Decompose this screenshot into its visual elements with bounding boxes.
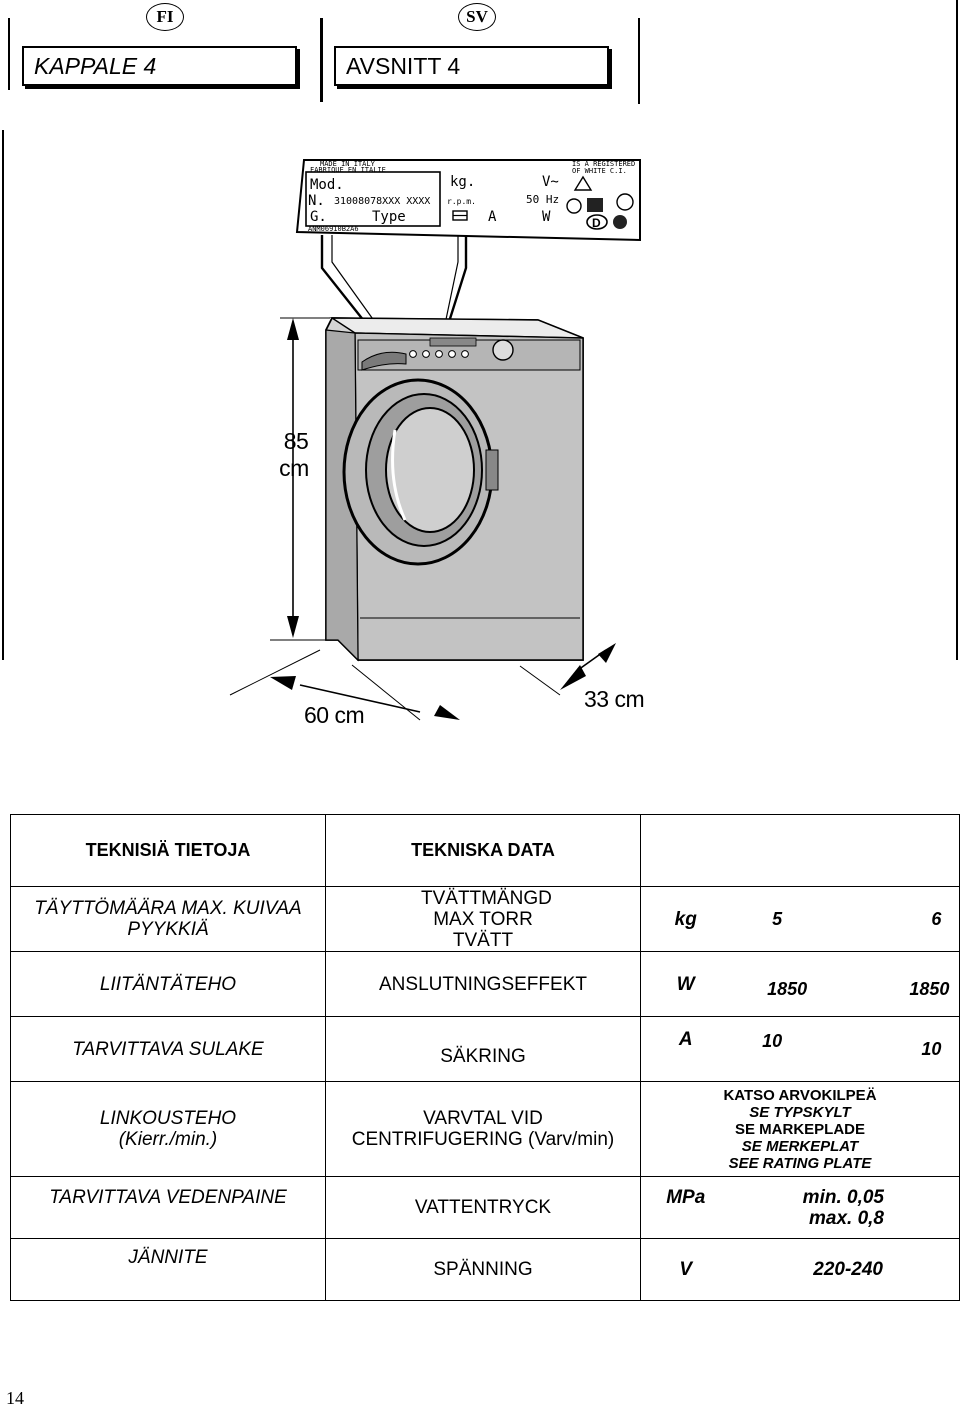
note-markeplade: SE MARKEPLADE xyxy=(734,1120,865,1138)
row-capacity-fi: TÄYTTÖMÄÄRA MAX. KUIVAA PYYKKIÄ xyxy=(10,886,326,952)
note-merkeplat: SE MERKEPLAT xyxy=(741,1137,859,1155)
plate-mod: Mod. xyxy=(310,177,344,193)
pressure-max: max. 0,8 xyxy=(809,1207,884,1229)
svg-text:D: D xyxy=(592,216,601,230)
section-title-fi-text: KAPPALE 4 xyxy=(34,52,157,79)
row-pressure-fi: TARVITTAVA VEDENPAINE xyxy=(10,1176,326,1239)
depth-dimension: 33 cm xyxy=(584,686,645,712)
row-capacity-sv: TVÄTTMÄNGD MAX TORR TVÄTT xyxy=(325,886,641,952)
ce-mark-icon xyxy=(616,193,634,211)
table-row: TARVITTAVA SULAKE SÄKRING A 10 10 xyxy=(10,1016,960,1082)
washing-machine-illustration: MADE IN ITALY FABRIQUE EN ITALIE IS A RE… xyxy=(229,159,641,721)
note-rating-plate: SEE RATING PLATE xyxy=(728,1154,872,1172)
program-knob-icon xyxy=(492,339,514,361)
row-spin-sv: VARVTAL VID CENTRIFUGERING (Varv/min) xyxy=(325,1081,641,1177)
row-pressure-values: min. 0,05 max. 0,8 xyxy=(730,1176,960,1239)
shield-mark-icon xyxy=(587,198,603,212)
plate-serial-prefix: N. xyxy=(308,193,325,209)
plate-code: ANM06910B2A6 xyxy=(308,225,359,233)
cert-mark-icon xyxy=(566,198,582,214)
lang-badge-sv: SV xyxy=(458,3,496,31)
plate-serial: 31008078XXX XXXX xyxy=(334,196,430,207)
section-title-sv: AVSNITT 4 xyxy=(334,46,609,86)
height-unit: cm xyxy=(279,455,309,481)
row-fuse-unit: A xyxy=(640,1016,731,1082)
height-value: 85 xyxy=(283,428,309,454)
plate-watt: W xyxy=(542,209,551,225)
table-header-row: TEKNISIÄ TIETOJA TEKNISKA DATA xyxy=(10,814,960,887)
note-typskylt: SE TYPSKYLT xyxy=(749,1103,851,1121)
plate-hz: 50 Hz xyxy=(526,193,559,206)
plate-g: G. xyxy=(310,209,327,225)
fuse-value-2: 10 xyxy=(921,1038,942,1059)
header-empty xyxy=(640,814,960,887)
left-side-rule xyxy=(2,130,4,660)
header-fi: TEKNISIÄ TIETOJA xyxy=(10,814,326,887)
plate-volt: V~ xyxy=(542,174,559,190)
d-mark-icon xyxy=(586,214,608,230)
row-voltage-fi: JÄNNITE xyxy=(10,1238,326,1301)
plate-rpm: r.p.m. xyxy=(447,197,476,206)
row-capacity-values: 5 6 xyxy=(730,886,960,952)
plate-fabrique: FABRIQUE EN ITALIE xyxy=(310,166,386,174)
row-power-sv: ANSLUTNINGSEFFEKT xyxy=(325,951,641,1017)
row-spin-note: KATSO ARVOKILPEÄ SE TYPSKYLT SE MARKEPLA… xyxy=(640,1081,960,1177)
table-row: JÄNNITE SPÄNNING V 220-240 xyxy=(10,1238,960,1301)
power-value-1: 1850 xyxy=(767,979,808,999)
row-fuse-values: 10 10 xyxy=(730,1016,960,1082)
capacity-value-1: 5 xyxy=(772,908,783,929)
table-row: TARVITTAVA VEDENPAINE VATTENTRYCK MPa mi… xyxy=(10,1176,960,1239)
row-pressure-sv: VATTENTRYCK xyxy=(325,1176,641,1239)
n-mark-icon xyxy=(613,215,627,229)
plate-registered-2: OF WHITE C.I. xyxy=(572,167,627,175)
row-power-unit: W xyxy=(640,951,731,1017)
pressure-min: min. 0,05 xyxy=(802,1186,884,1208)
table-row: LIITÄNTÄTEHO ANSLUTNINGSEFFEKT W 1850 18… xyxy=(10,951,960,1017)
row-fuse-sv: SÄKRING xyxy=(325,1016,641,1082)
warning-triangle-icon xyxy=(573,175,593,191)
right-side-rule xyxy=(956,0,958,660)
row-power-values: 1850 1850 xyxy=(730,951,960,1017)
plate-kg: kg. xyxy=(450,174,475,190)
rating-plate: MADE IN ITALY FABRIQUE EN ITALIE IS A RE… xyxy=(295,159,641,242)
row-power-fi: LIITÄNTÄTEHO xyxy=(10,951,326,1017)
plate-amp: A xyxy=(488,209,497,225)
plate-type: Type xyxy=(372,209,406,225)
plate-registered-1: IS A REGISTERED xyxy=(572,160,635,168)
fuse-value-1: 10 xyxy=(762,1030,783,1051)
row-capacity-unit: kg xyxy=(640,886,731,952)
page-number: 14 xyxy=(6,1388,24,1408)
row-voltage-sv: SPÄNNING xyxy=(325,1238,641,1301)
power-value-2: 1850 xyxy=(909,979,950,999)
lang-badge-fi: FI xyxy=(146,3,184,31)
note-katso: KATSO ARVOKILPEÄ xyxy=(723,1086,877,1104)
capacity-value-2: 6 xyxy=(931,908,942,929)
height-dimension: 85 cm xyxy=(279,428,311,482)
width-dimension: 60 cm xyxy=(304,702,365,728)
right-rule xyxy=(638,18,640,104)
row-voltage-value: 220-240 xyxy=(730,1238,960,1301)
row-spin-fi: LINKOUSTEHO (Kierr./min.) xyxy=(10,1081,326,1177)
row-pressure-unit: MPa xyxy=(640,1176,731,1239)
row-fuse-fi: TARVITTAVA SULAKE xyxy=(10,1016,326,1082)
plate-made-in: MADE IN ITALY xyxy=(320,160,376,168)
header-sv: TEKNISKA DATA xyxy=(325,814,641,887)
center-rule xyxy=(320,18,323,102)
row-voltage-unit: V xyxy=(640,1238,731,1301)
table-row: LINKOUSTEHO (Kierr./min.) VARVTAL VID CE… xyxy=(10,1081,960,1177)
left-margin-rule xyxy=(8,18,10,90)
section-title-fi: KAPPALE 4 xyxy=(22,46,297,86)
technical-data-table: TEKNISIÄ TIETOJA TEKNISKA DATA TÄYTTÖMÄÄ… xyxy=(10,814,960,1301)
table-row: TÄYTTÖMÄÄRA MAX. KUIVAA PYYKKIÄ TVÄTTMÄN… xyxy=(10,886,960,952)
section-title-sv-text: AVSNITT 4 xyxy=(346,52,461,79)
